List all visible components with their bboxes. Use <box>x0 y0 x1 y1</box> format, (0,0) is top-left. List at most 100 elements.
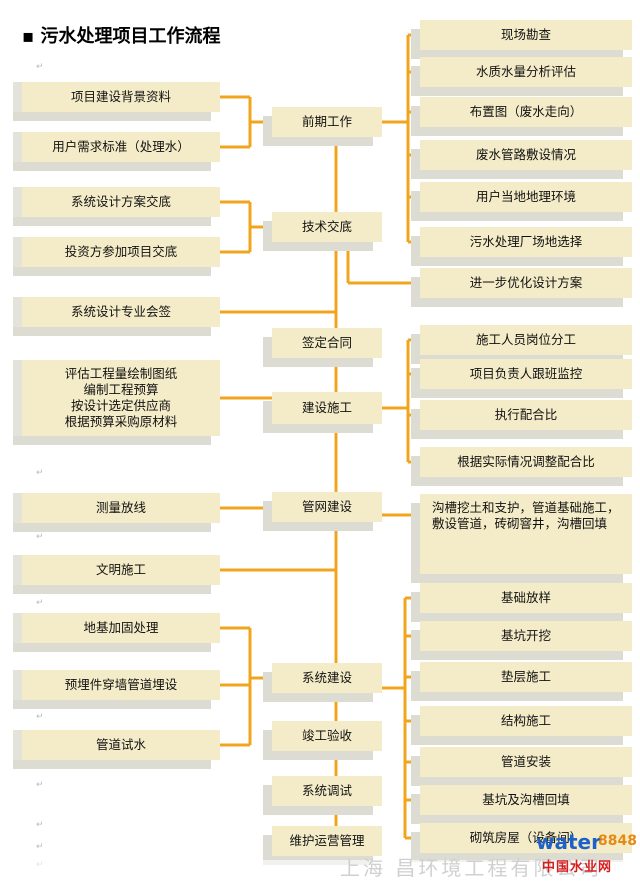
box-label: 基坑及沟槽回填 <box>482 791 570 807</box>
paragraph-mark: ↵ <box>36 164 44 174</box>
box-label: 管道试水 <box>95 736 146 752</box>
box-operation: 维护运营管理 <box>272 826 382 856</box>
box-excavation: 基坑开挖 <box>420 621 632 651</box>
box-site-survey: 现场勘查 <box>420 20 632 50</box>
box-label: 水质水量分析评估 <box>475 63 576 79</box>
box-pipe-water-test: 管道试水 <box>13 730 220 760</box>
box-acceptance: 竣工验收 <box>272 721 382 751</box>
box-design-handover: 系统设计方案交底 <box>13 187 220 217</box>
box-label: 技术交底 <box>301 218 352 234</box>
box-label: 管网建设 <box>301 498 352 514</box>
box-label: 系统调试 <box>301 782 352 798</box>
box-staff-assignment: 施工人员岗位分工 <box>420 325 632 355</box>
box-label: 结构施工 <box>500 712 551 728</box>
box-structure: 结构施工 <box>420 706 632 736</box>
box-label: 预埋件穿墙管道埋设 <box>64 676 178 692</box>
box-label: 布置图（废水走向） <box>469 103 583 119</box>
box-water-analysis: 水质水量分析评估 <box>420 57 632 87</box>
paragraph-mark: ↵ <box>36 780 44 790</box>
box-user-requirements: 用户需求标准（处理水） <box>13 132 220 162</box>
box-label: 投资方参加项目交底 <box>64 243 178 259</box>
box-label: 砌筑房屋（设备间） <box>469 829 583 845</box>
box-label: 用户当地地理环境 <box>475 188 576 204</box>
box-preliminary-work: 前期工作 <box>272 107 382 137</box>
box-label: 文明施工 <box>95 561 146 577</box>
box-embedded-pipes: 预埋件穿墙管道埋设 <box>13 670 220 700</box>
box-label: 用户需求标准（处理水） <box>52 138 190 154</box>
box-pipe-installation: 管道安装 <box>420 747 632 777</box>
box-optimize-design: 进一步优化设计方案 <box>420 268 632 298</box>
box-label: 管道安装 <box>500 753 551 769</box>
box-cushion-layer: 垫层施工 <box>420 662 632 692</box>
paragraph-mark: ↵ <box>36 842 44 852</box>
box-label: 系统设计专业会签 <box>70 303 171 319</box>
box-investor-handover: 投资方参加项目交底 <box>13 237 220 267</box>
box-label: 执行配合比 <box>494 406 558 422</box>
box-project-background: 项目建设背景资料 <box>13 82 220 112</box>
estimate-line: 根据预算采购原材料 <box>64 414 178 430</box>
box-pipe-works: 沟槽挖土和支护，管道基础施工，敷设管道，砖砌窨井，沟槽回填 <box>420 494 632 574</box>
page-title: ▪ 污水处理项目工作流程 <box>22 26 221 47</box>
box-label: 废水管路敷设情况 <box>475 146 576 162</box>
paragraph-mark: ↵ <box>36 270 44 280</box>
estimate-line: 编制工程预算 <box>83 381 159 397</box>
box-label: 项目负责人跟班监控 <box>469 365 583 381</box>
box-masonry-house: 砌筑房屋（设备间） <box>420 823 632 853</box>
box-label: 地基加固处理 <box>83 619 159 635</box>
box-label: 基础放样 <box>500 589 551 605</box>
paragraph-mark: ↵ <box>36 598 44 608</box>
paragraph-mark: ↵ <box>36 820 44 830</box>
box-survey: 测量放线 <box>13 493 220 523</box>
watermark-band <box>0 860 640 881</box>
box-pipeline-laying: 废水管路敷设情况 <box>420 140 632 170</box>
box-layout-plan: 布置图（废水走向） <box>420 97 632 127</box>
box-label: 签定合同 <box>301 334 352 350</box>
company-watermark: 上海 昌环境工程有限公司 <box>340 856 603 880</box>
logo-number: 8848 <box>598 833 637 849</box>
box-construction: 建设施工 <box>272 392 382 424</box>
site-logo: water 8848 中国水业网 <box>536 830 637 878</box>
box-label: 维护运营管理 <box>289 832 365 848</box>
box-pipe-network: 管网建设 <box>272 492 382 522</box>
paragraph-mark: ↵ <box>36 712 44 722</box>
connector-lines <box>220 33 420 840</box>
box-adjust-ratio: 根据实际情况调整配合比 <box>420 447 632 477</box>
paragraph-mark: ↵ <box>36 532 44 542</box>
logo-chinese: 中国水业网 <box>542 860 613 875</box>
box-civil-construction: 文明施工 <box>13 555 220 585</box>
box-label: 测量放线 <box>95 499 146 515</box>
box-label: 系统设计方案交底 <box>70 193 171 209</box>
box-design-signoff: 系统设计专业会签 <box>13 297 220 327</box>
paragraph-mark: ↵ <box>36 62 44 72</box>
box-label: 施工人员岗位分工 <box>475 331 576 347</box>
box-site-selection: 污水处理厂场地选择 <box>420 227 632 257</box>
logo-main-text: water <box>536 830 601 854</box>
box-label: 污水处理厂场地选择 <box>469 233 583 249</box>
box-sign-contract: 签定合同 <box>272 328 382 358</box>
box-label: 沟槽挖土和支护，管道基础施工，敷设管道，砖砌窨井，沟槽回填 <box>432 500 620 532</box>
estimate-line: 按设计选定供应商 <box>70 398 171 413</box>
box-label: 根据实际情况调整配合比 <box>457 453 595 469</box>
box-label: 建设施工 <box>301 399 352 415</box>
box-supervision: 项目负责人跟班监控 <box>420 359 632 389</box>
box-backfill: 基坑及沟槽回填 <box>420 785 632 815</box>
box-label: 系统建设 <box>301 669 352 685</box>
box-label: 项目建设背景资料 <box>70 88 171 104</box>
box-foundation-setout: 基础放样 <box>420 583 632 613</box>
box-label: 现场勘查 <box>500 26 551 42</box>
box-label: 基坑开挖 <box>500 627 551 643</box>
box-foundation-reinforce: 地基加固处理 <box>13 613 220 643</box>
box-system-build: 系统建设 <box>272 663 382 693</box>
box-local-geography: 用户当地地理环境 <box>420 182 632 212</box>
box-label: 垫层施工 <box>500 668 551 684</box>
box-label: 进一步优化设计方案 <box>469 274 583 290</box>
box-label: 竣工验收 <box>301 727 352 743</box>
title-text: 污水处理项目工作流程 <box>40 26 221 47</box>
box-commissioning: 系统调试 <box>272 776 382 806</box>
box-label: 前期工作 <box>301 113 352 129</box>
box-technical-briefing: 技术交底 <box>272 212 382 242</box>
box-estimates: 评估工程量绘制图纸 编制工程预算 按设计选定供应商 根据预算采购原材料 <box>13 360 220 436</box>
paragraph-mark: ↵ <box>36 468 44 478</box>
estimate-line: 评估工程量绘制图纸 <box>64 365 178 381</box>
